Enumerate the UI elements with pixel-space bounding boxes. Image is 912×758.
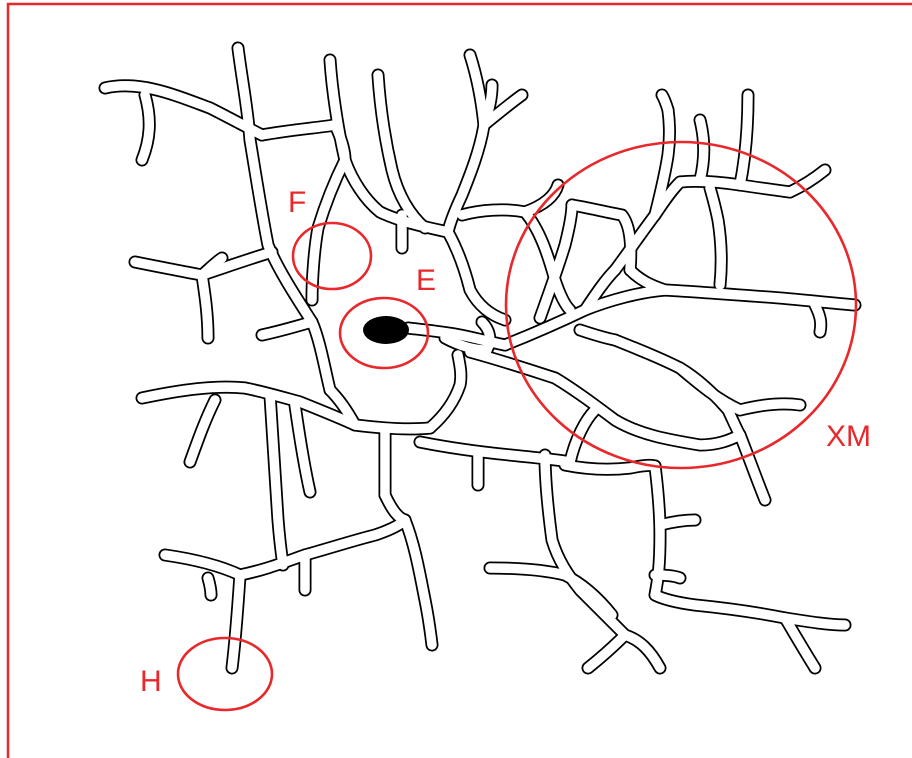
label-h: H	[140, 665, 162, 698]
label-f: F	[288, 186, 306, 219]
label-xm: XM	[826, 420, 871, 453]
nucleus-dot	[363, 316, 409, 344]
label-e: E	[416, 264, 436, 297]
